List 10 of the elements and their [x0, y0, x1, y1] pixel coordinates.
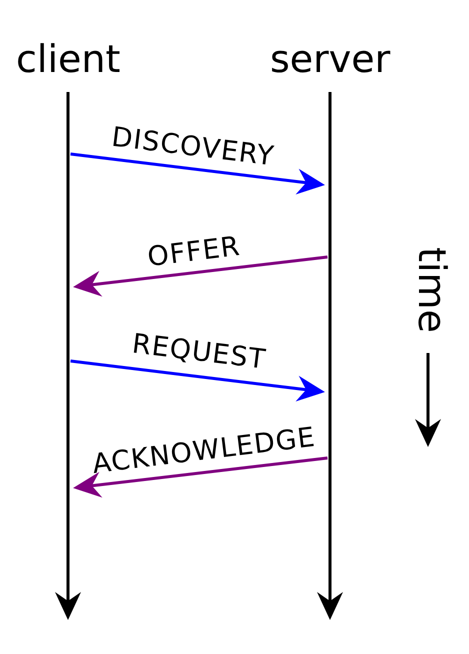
message-arrow [73, 456, 328, 498]
edge-label: DISCOVERY [110, 122, 276, 172]
edge-label: REQUEST [130, 328, 268, 376]
participant-name: client [16, 38, 120, 82]
message-arrow [73, 256, 328, 297]
message-arrow [70, 152, 325, 195]
message-arrow [70, 360, 325, 402]
direction-label: time [409, 247, 453, 333]
edge-label: OFFER [146, 230, 242, 274]
participant-name: server [270, 38, 390, 82]
